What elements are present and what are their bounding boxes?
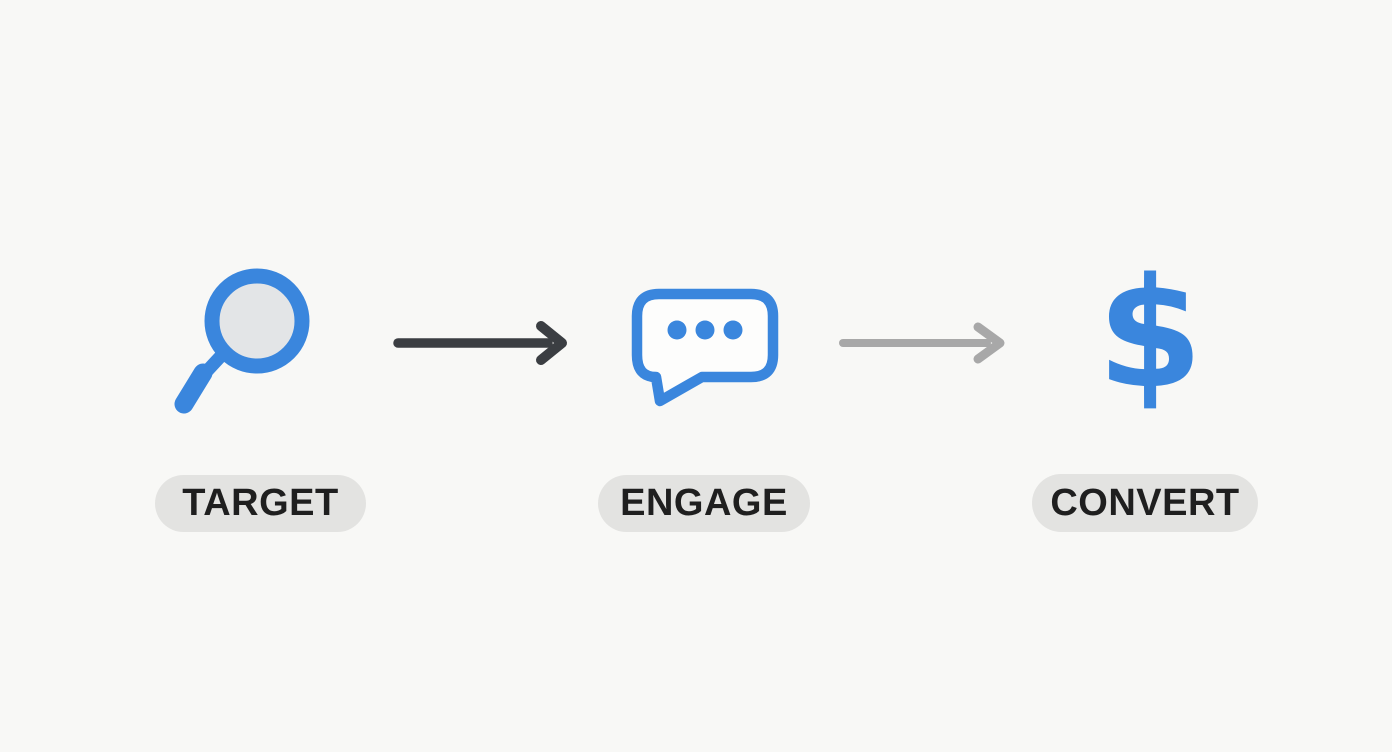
dollar-icon: $ [1097, 250, 1203, 422]
chat-bubble-icon [631, 288, 779, 407]
step-label-convert: CONVERT [1032, 474, 1258, 532]
step-label-engage: ENGAGE [598, 475, 810, 532]
dollar-glyph: $ [1097, 250, 1203, 422]
arrow-right-icon [839, 322, 1005, 364]
magnifier-icon [174, 268, 310, 414]
arrow-right-icon [393, 321, 567, 365]
step-label-target: TARGET [155, 475, 366, 532]
